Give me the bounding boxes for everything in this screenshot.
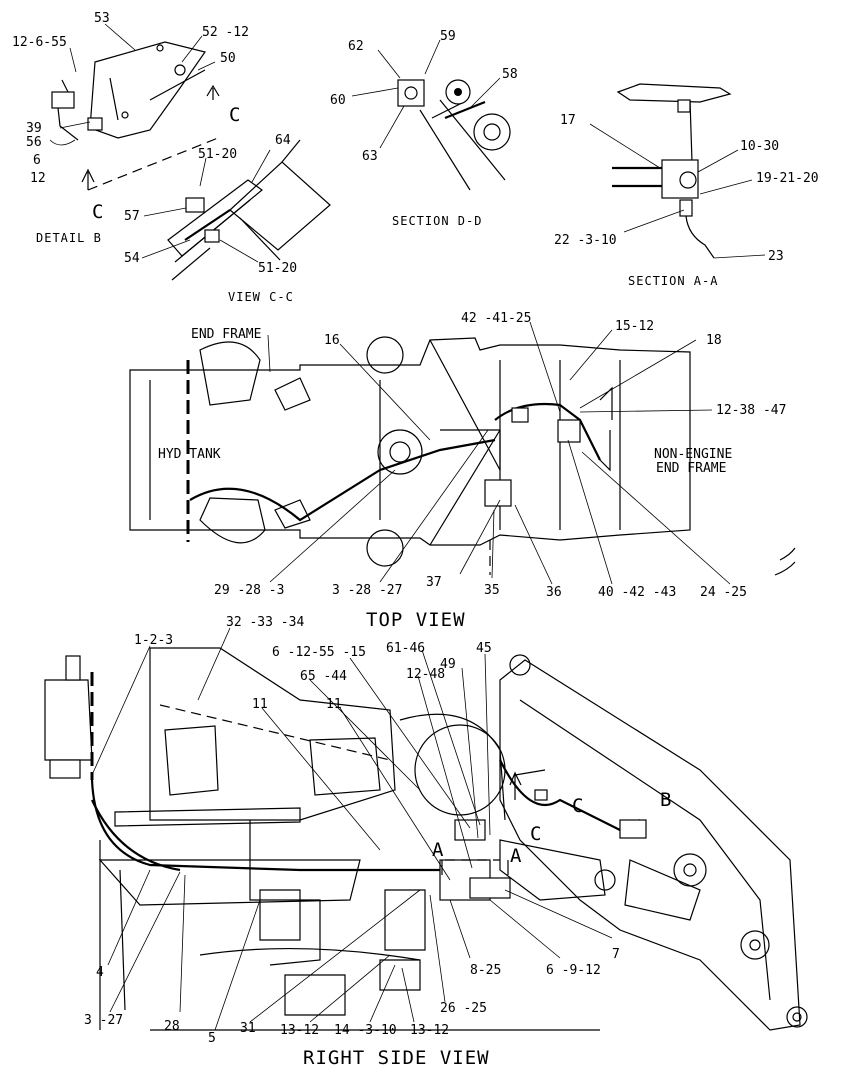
- callout-64: 64: [275, 133, 291, 148]
- label-hyd-tank: HYD TANK: [158, 447, 221, 462]
- callout-51-20-bottom: 51-20: [258, 261, 297, 276]
- section-dd: [351, 39, 511, 191]
- callout-13-12-right: 13-12: [410, 1023, 449, 1038]
- callout-28: 28: [164, 1019, 180, 1034]
- top-view: [129, 321, 796, 585]
- callout-3-28-27: 3 -28 -27: [332, 583, 402, 598]
- callout-12-6-55: 12-6-55: [12, 35, 67, 50]
- detail-b: [49, 23, 220, 191]
- section-marker-c-lower: C: [92, 201, 104, 223]
- right-side-view: [44, 627, 808, 1031]
- caption-right-side-view: RIGHT SIDE VIEW: [303, 1047, 490, 1069]
- callout-5: 5: [208, 1031, 216, 1046]
- callout-58: 58: [502, 67, 518, 82]
- label-non-engine: NON-ENGINE: [654, 447, 732, 462]
- callout-23: 23: [768, 249, 784, 264]
- callout-11-right: 11: [326, 697, 342, 712]
- callout-18: 18: [706, 333, 722, 348]
- section-marker-a-right: A: [510, 845, 522, 867]
- callout-52-12: 52 -12: [202, 25, 249, 40]
- caption-view-cc: VIEW C-C: [228, 290, 294, 304]
- caption-section-dd: SECTION D-D: [392, 214, 482, 228]
- label-end-frame: END FRAME: [191, 327, 261, 342]
- callout-51-20-top: 51-20: [198, 147, 237, 162]
- section-marker-b: B: [660, 789, 672, 811]
- callout-61-46: 61-46: [386, 641, 425, 656]
- callout-40-42-43: 40 -42 -43: [598, 585, 676, 600]
- caption-detail-b: DETAIL B: [36, 231, 102, 245]
- callout-15-12: 15-12: [615, 319, 654, 334]
- callout-1-2-3: 1-2-3: [134, 633, 173, 648]
- callout-14-3-10: 14 -3-10: [334, 1023, 397, 1038]
- section-marker-c-upper: C: [229, 104, 241, 126]
- callout-26-25: 26 -25: [440, 1001, 487, 1016]
- section-marker-c-side-2: C: [530, 823, 542, 845]
- callout-31: 31: [240, 1021, 256, 1036]
- section-marker-a-left: A: [432, 839, 444, 861]
- callout-7: 7: [612, 947, 620, 962]
- callout-36: 36: [546, 585, 562, 600]
- label-non-engine-end-frame: END FRAME: [656, 461, 726, 476]
- callout-59: 59: [440, 29, 456, 44]
- callout-65-44: 65 -44: [300, 669, 347, 684]
- callout-12-48: 12-48: [406, 667, 445, 682]
- section-marker-c-side-1: C: [572, 795, 584, 817]
- callout-50: 50: [220, 51, 236, 66]
- callout-62: 62: [348, 39, 364, 54]
- callout-37: 37: [426, 575, 442, 590]
- section-aa: [589, 83, 766, 259]
- callout-42-41-25: 42 -41-25: [461, 311, 531, 326]
- callout-29-28-3: 29 -28 -3: [214, 583, 284, 598]
- callout-13-12-left: 13-12: [280, 1023, 319, 1038]
- callout-12-38-47: 12-38 -47: [716, 403, 786, 418]
- view-cc: [141, 139, 331, 281]
- callout-60: 60: [330, 93, 346, 108]
- callout-57: 57: [124, 209, 140, 224]
- callout-39: 39: [26, 121, 42, 136]
- callout-6: 6: [33, 153, 41, 168]
- caption-section-aa: SECTION A-A: [628, 274, 718, 288]
- callout-6-12-55-15: 6 -12-55 -15: [272, 645, 366, 660]
- callout-6-9-12: 6 -9-12: [546, 963, 601, 978]
- callout-35: 35: [484, 583, 500, 598]
- callout-45: 45: [476, 641, 492, 656]
- callout-3-27: 3 -27: [84, 1013, 123, 1028]
- callout-54: 54: [124, 251, 140, 266]
- caption-top-view: TOP VIEW: [366, 609, 466, 631]
- callout-17: 17: [560, 113, 576, 128]
- callout-49: 49: [440, 657, 456, 672]
- callout-32-33-34: 32 -33 -34: [226, 615, 304, 630]
- callout-8-25: 8-25: [470, 963, 501, 978]
- callout-56: 56: [26, 135, 42, 150]
- callout-11-left: 11: [252, 697, 268, 712]
- callout-12: 12: [30, 171, 46, 186]
- callout-10-30: 10-30: [740, 139, 779, 154]
- callout-24-25: 24 -25: [700, 585, 747, 600]
- callout-63: 63: [362, 149, 378, 164]
- callout-22-3-10: 22 -3-10: [554, 233, 617, 248]
- callout-19-21-20: 19-21-20: [756, 171, 819, 186]
- callout-16: 16: [324, 333, 340, 348]
- callout-4: 4: [96, 965, 104, 980]
- callout-53: 53: [94, 11, 110, 26]
